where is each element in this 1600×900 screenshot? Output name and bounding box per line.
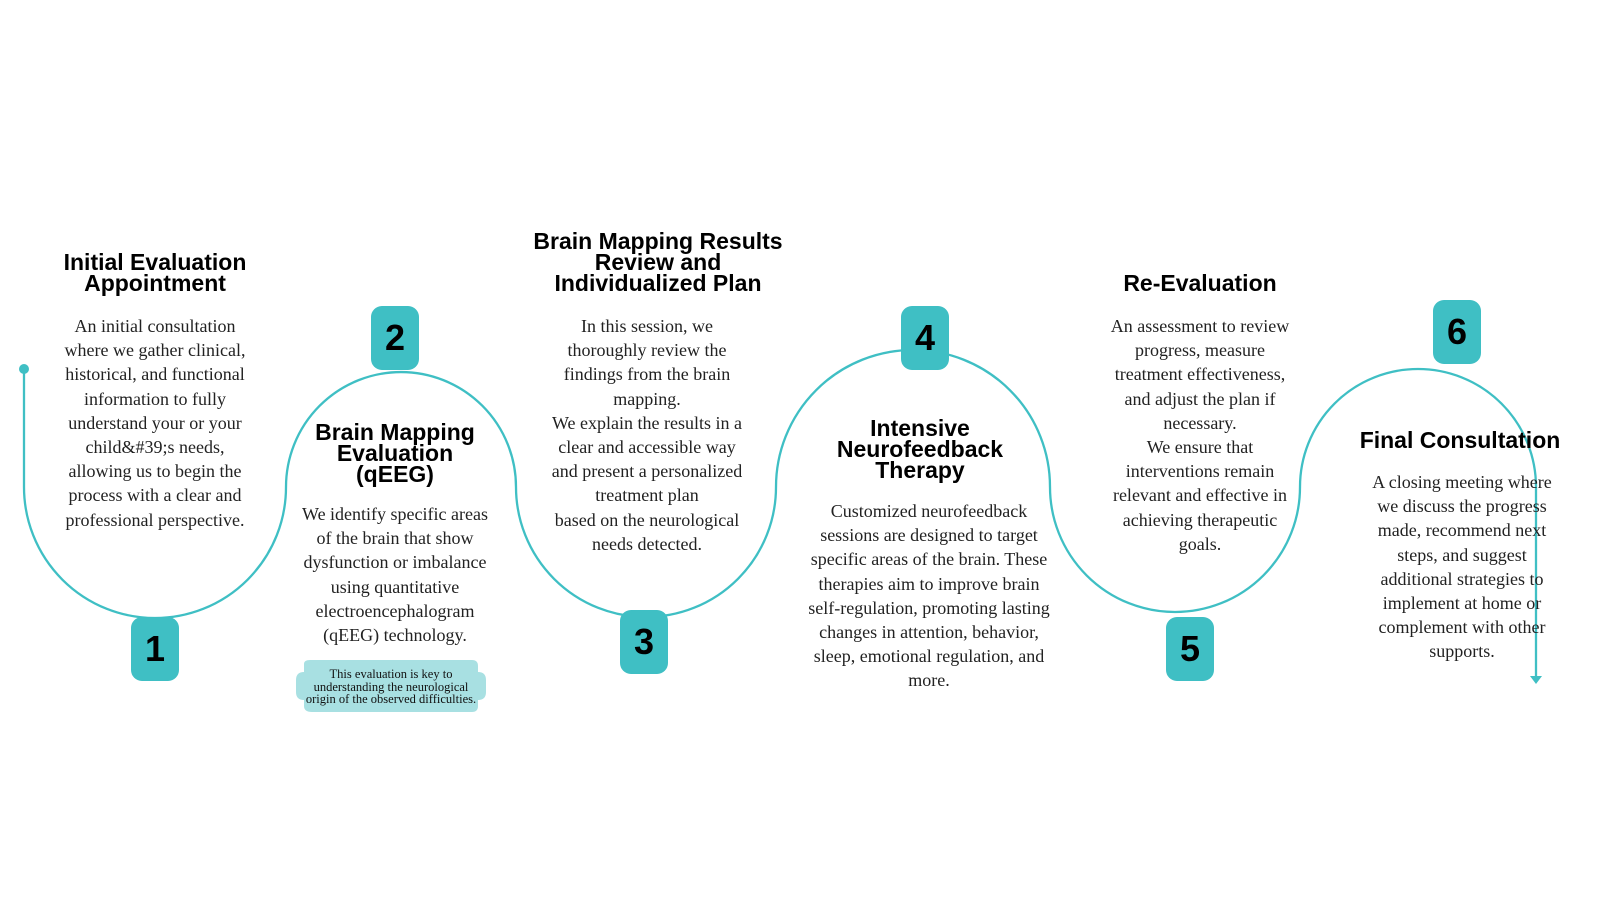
step-4-title: Intensive Neurofeedback Therapy xyxy=(836,415,1004,483)
step-3-title: Brain Mapping Results Review and Individ… xyxy=(533,228,783,296)
step-5-title: Re-Evaluation xyxy=(1123,270,1277,296)
step-6-badge: 6 xyxy=(1433,300,1481,364)
path-start-dot xyxy=(19,364,29,374)
step-6-description: A closing meeting where we discuss the p… xyxy=(1372,472,1552,662)
step-2-title: Brain Mapping Evaluation (qEEG) xyxy=(315,419,475,487)
step-2-description: We identify specific areas of the brain … xyxy=(302,504,488,646)
note-bubble-icon xyxy=(296,660,486,712)
step-3-description: In this session, we thoroughly review th… xyxy=(551,316,743,554)
step-2-badge: 2 xyxy=(371,306,419,370)
step-2-note-text: This evaluation is key to understanding … xyxy=(305,667,477,707)
step-4-description: Customized neurofeedback sessions are de… xyxy=(808,501,1050,691)
step-1-description: An initial consultation where we gather … xyxy=(64,316,246,530)
step-1-title: Initial Evaluation Appointment xyxy=(63,249,247,296)
step-5-description: An assessment to review progress, measur… xyxy=(1110,316,1290,554)
step-2-note: This evaluation is key to understanding … xyxy=(292,658,490,716)
path-end-arrow xyxy=(1530,676,1542,684)
step-1-badge: 1 xyxy=(131,617,179,681)
step-6-title: Final Consultation xyxy=(1359,427,1561,453)
step-4-badge: 4 xyxy=(901,306,949,370)
step-3-badge: 3 xyxy=(620,610,668,674)
step-5-badge: 5 xyxy=(1166,617,1214,681)
